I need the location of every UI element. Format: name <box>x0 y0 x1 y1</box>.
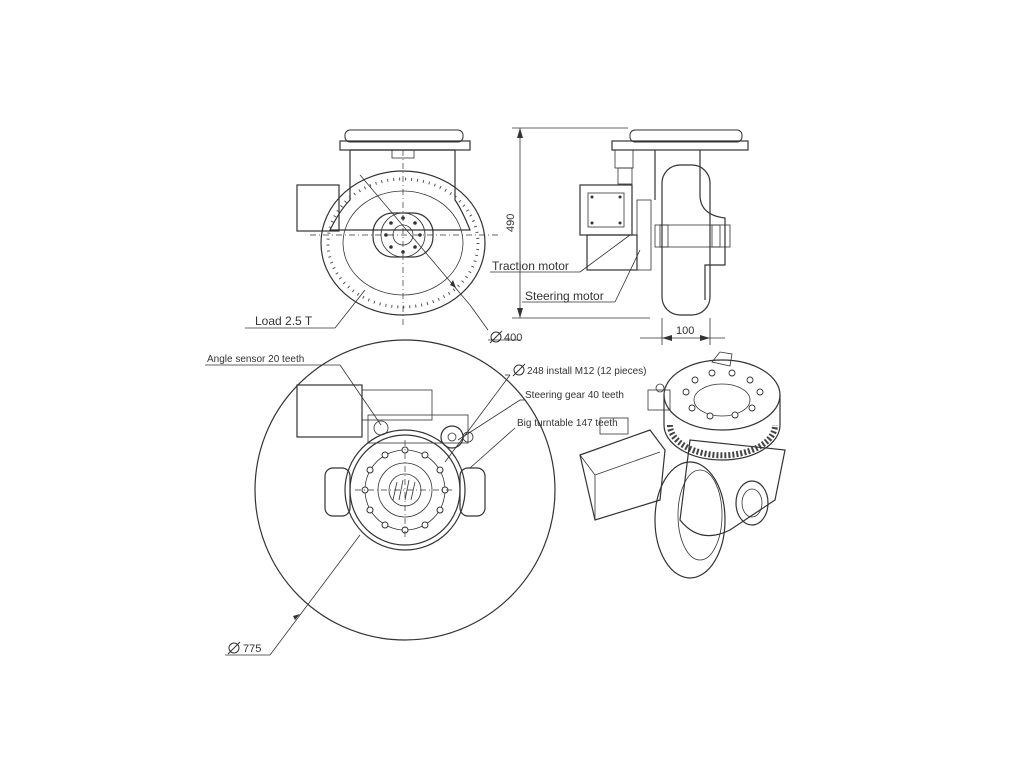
top-traction-motor <box>296 384 363 438</box>
iso-fork <box>679 439 786 537</box>
iso-turntable-side <box>663 395 781 461</box>
steering-leader <box>614 249 641 303</box>
steering-motor-label: Steering motor <box>525 289 604 303</box>
turntable-leader <box>469 427 516 469</box>
iso-turntable-bore <box>693 383 751 417</box>
dia400-label: 400 <box>504 332 522 344</box>
iso-turntable-bolts <box>682 369 764 420</box>
top-gear-plate <box>367 414 469 444</box>
side-encoder <box>614 149 634 169</box>
top-view <box>205 339 556 656</box>
diameter-symbol <box>489 330 503 344</box>
big-turntable-teeth <box>344 429 466 551</box>
install-leader <box>444 374 511 463</box>
traction-leader <box>579 234 631 273</box>
front-dia-arrow <box>450 280 456 288</box>
install-248-label: 248 install M12 (12 pieces) <box>527 366 647 377</box>
diameter-symbol <box>512 363 526 377</box>
width-100-label: 100 <box>676 325 694 337</box>
load-label: Load 2.5 T <box>255 314 313 328</box>
angle-sensor-label: Angle sensor 20 teeth <box>207 354 304 365</box>
iso-tire <box>654 461 726 579</box>
front-motor-stub <box>296 184 340 232</box>
side-turntable-ring <box>629 129 743 143</box>
sweep-circle-775 <box>254 339 556 641</box>
iso-turntable-teeth <box>667 424 778 459</box>
iso-turntable-top <box>663 359 781 431</box>
isometric-view <box>579 351 786 579</box>
big-turntable-label: Big turntable 147 teeth <box>517 418 618 429</box>
side-axle <box>654 224 731 248</box>
dia775-label: 775 <box>243 643 261 655</box>
side-motor-body <box>586 234 638 271</box>
side-mount-plate <box>611 140 749 151</box>
dia775-leader <box>269 534 361 656</box>
side-gearbox <box>636 199 652 271</box>
iso-motor-terminal <box>599 417 629 435</box>
side-axle-collar-right <box>711 224 721 248</box>
steering-gear-label: Steering gear 40 teeth <box>525 390 624 401</box>
big-turntable <box>349 434 461 546</box>
traction-motor-label: Traction motor <box>492 259 569 273</box>
side-tire <box>661 164 711 316</box>
side-coupler <box>617 167 633 185</box>
load-leader <box>334 289 366 329</box>
iso-steering-motor <box>647 389 671 411</box>
side-axle-collar-left <box>659 224 669 248</box>
m12-bolts <box>361 446 449 534</box>
diameter-symbol <box>227 641 241 655</box>
top-motor-housing <box>361 389 433 421</box>
front-wheel-tread <box>326 177 480 309</box>
height-490-label: 490 <box>505 214 517 232</box>
iso-top-tab <box>711 351 733 367</box>
front-view <box>245 129 520 341</box>
angle-sensor-leader <box>339 364 382 426</box>
labels: Load 2.5 T 400 Traction motor Steering m… <box>207 214 694 655</box>
steering-gear-leader <box>457 399 521 441</box>
front-housing <box>329 149 471 231</box>
front-turntable-ring <box>344 129 464 143</box>
iso-wheel-rim <box>677 469 723 561</box>
iso-hub-cap <box>735 480 769 526</box>
iso-motor-body <box>579 429 666 521</box>
front-dia-leader-ext <box>469 304 489 331</box>
side-junction-lid <box>587 192 625 228</box>
side-view <box>490 127 749 345</box>
